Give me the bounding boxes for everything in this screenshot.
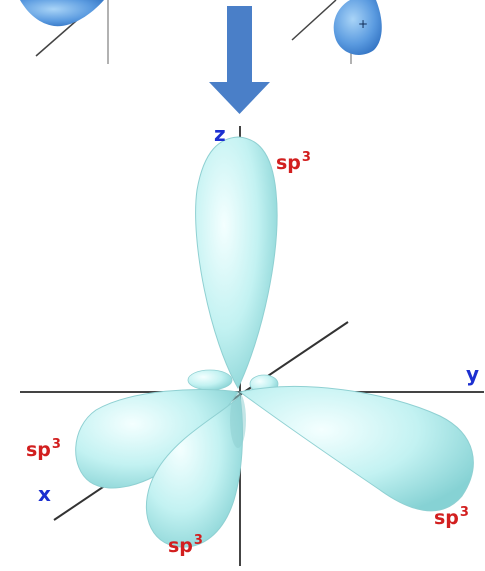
sp3-label-top: sp3	[276, 151, 311, 173]
sp3-lobe-right	[240, 386, 473, 510]
sp3-label-left: sp3	[26, 438, 61, 460]
p-orbital-lobe-left	[20, 0, 104, 26]
small-back-lobe-left	[188, 370, 232, 390]
down-arrow-icon	[209, 6, 270, 114]
sp3-label-right: sp3	[434, 506, 469, 528]
sp3-lobe-top	[196, 137, 277, 388]
y-axis-label: y	[466, 364, 479, 384]
sp3-label-bottom: sp3	[168, 534, 203, 556]
x-axis-label: x	[38, 484, 51, 504]
z-axis-label: z	[214, 124, 226, 144]
orbital-sign-plus: +	[358, 18, 368, 30]
origin-shading	[230, 392, 246, 448]
p-orbital-right	[292, 0, 382, 64]
p-orbital-left	[20, 0, 108, 64]
